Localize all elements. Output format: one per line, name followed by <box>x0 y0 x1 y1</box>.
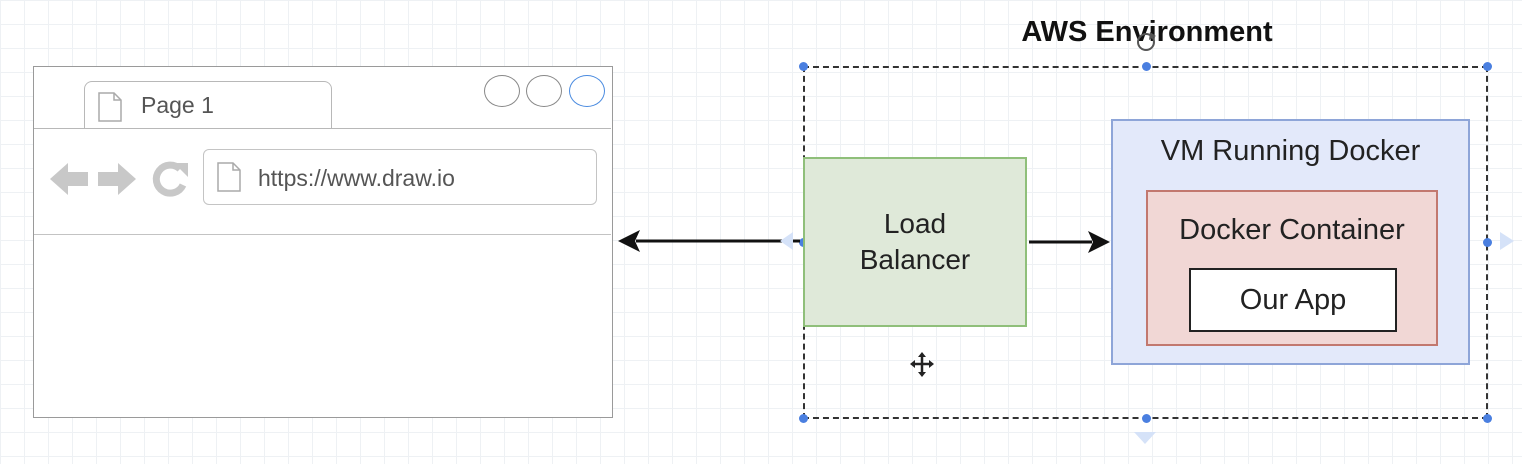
arrow-lb-to-browser[interactable] <box>618 230 800 252</box>
selection-handle[interactable] <box>1483 414 1492 423</box>
selection-handle[interactable] <box>1142 414 1151 423</box>
docker-container-label: Docker Container <box>1179 214 1405 246</box>
selection-handle[interactable] <box>1483 62 1492 71</box>
hover-arrow-left-icon[interactable] <box>780 232 793 250</box>
browser-tab[interactable]: Page 1 <box>84 81 332 129</box>
page-icon <box>98 92 122 122</box>
selection-handle[interactable] <box>1142 62 1151 71</box>
vm-label: VM Running Docker <box>1160 135 1421 167</box>
aws-environment-title: AWS Environment <box>1021 16 1273 48</box>
window-button-2[interactable] <box>526 75 562 107</box>
our-app-label: Our App <box>1239 283 1347 316</box>
window-button-1[interactable] <box>484 75 520 107</box>
load-balancer-node[interactable]: Load Balancer <box>803 157 1027 327</box>
page-icon <box>217 162 241 192</box>
tab-divider <box>34 128 611 129</box>
tab-label: Page 1 <box>141 92 214 118</box>
arrow-left-icon[interactable] <box>48 159 90 199</box>
reload-icon[interactable] <box>150 159 192 199</box>
selection-handle[interactable] <box>1483 238 1492 247</box>
selection-handle[interactable] <box>799 414 808 423</box>
url-field[interactable]: https://www.draw.io <box>203 149 597 205</box>
load-balancer-label: Load Balancer <box>859 207 971 275</box>
selection-handle[interactable] <box>799 62 808 71</box>
vm-node[interactable]: VM Running Docker Docker Container Our A… <box>1111 119 1470 365</box>
our-app-node[interactable]: Our App <box>1189 268 1397 332</box>
browser-mockup[interactable]: Page 1 https://www.draw.io <box>33 66 613 418</box>
url-text: https://www.draw.io <box>258 165 455 191</box>
toolbar-divider <box>34 234 611 235</box>
hover-arrow-down-icon[interactable] <box>1134 432 1156 444</box>
arrow-right-icon[interactable] <box>96 159 138 199</box>
window-button-3[interactable] <box>569 75 605 107</box>
hover-arrow-right-icon[interactable] <box>1500 232 1514 250</box>
docker-container-node[interactable]: Docker Container Our App <box>1146 190 1438 346</box>
